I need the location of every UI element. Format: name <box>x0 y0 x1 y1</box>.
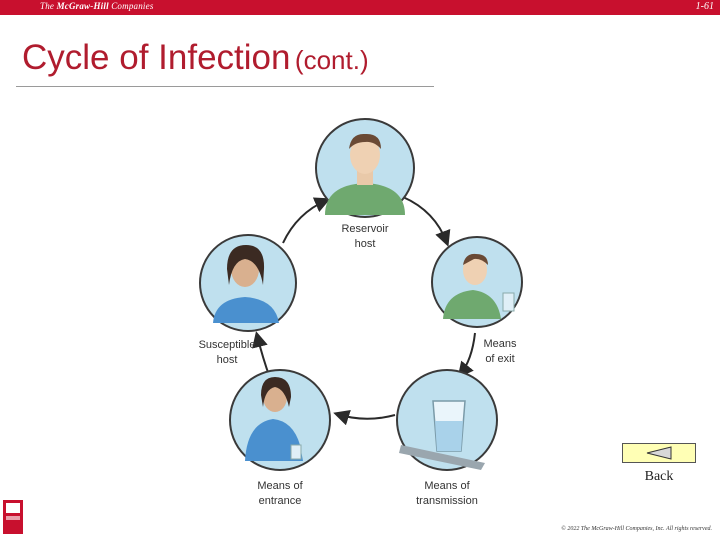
arrow-transmission-to-entrance <box>333 410 396 426</box>
node-means-of-transmission: Means of transmission <box>396 369 498 507</box>
node-means-of-exit: Means of exit <box>431 236 523 365</box>
brand-companies: Companies <box>111 1 154 11</box>
means-of-exit-label-line1: Means <box>483 338 517 350</box>
back-button[interactable] <box>622 443 696 463</box>
publisher-brand: The McGraw-Hill Companies <box>40 1 154 11</box>
publisher-logo <box>3 500 23 534</box>
brand-name: McGraw-Hill <box>56 1 109 11</box>
means-of-entrance-label-line2: entrance <box>259 495 302 507</box>
reservoir-host-label-line2: host <box>355 238 376 250</box>
back-button-label[interactable]: Back <box>644 469 674 484</box>
reservoir-host-person-icon <box>325 133 405 215</box>
reservoir-host-label-line1: Reservoir <box>341 223 388 235</box>
top-brand-bar: The McGraw-Hill Companies 1-61 <box>0 0 720 15</box>
page-number: 1-61 <box>695 1 714 12</box>
infection-cycle-diagram: Reservoir host Means of exit Means of tr… <box>199 118 523 507</box>
means-of-entrance-label-line1: Means of <box>257 480 303 492</box>
copyright-notice: © 2022 The McGraw-Hill Companies, Inc. A… <box>561 526 712 532</box>
slide-title-main: Cycle of Infection <box>22 38 291 77</box>
title-divider <box>16 86 434 87</box>
means-of-transmission-label-line2: transmission <box>416 495 478 507</box>
means-of-transmission-label-line1: Means of <box>424 480 470 492</box>
glass-icon <box>399 400 485 470</box>
susceptible-host-person-icon <box>213 245 279 323</box>
susceptible-host-label-line1: Susceptible <box>199 339 256 351</box>
arrow-exit-to-transmission <box>457 332 476 379</box>
node-susceptible-host: Susceptible host <box>199 234 297 366</box>
means-of-exit-person-icon <box>443 253 515 319</box>
slide-title-suffix: (cont.) <box>294 45 369 75</box>
back-arrow-icon <box>646 446 672 460</box>
node-means-of-entrance: Means of entrance <box>229 369 331 507</box>
brand-the: The <box>40 1 55 11</box>
node-reservoir-host: Reservoir host <box>315 118 415 250</box>
slide-title: Cycle of Infection (cont.) <box>22 38 369 78</box>
susceptible-host-label-line2: host <box>217 354 238 366</box>
means-of-exit-label-line2: of exit <box>485 353 514 365</box>
arrow-susceptible-to-reservoir <box>282 197 331 244</box>
arrow-reservoir-to-exit <box>402 196 451 247</box>
means-of-entrance-person-icon <box>245 377 303 461</box>
